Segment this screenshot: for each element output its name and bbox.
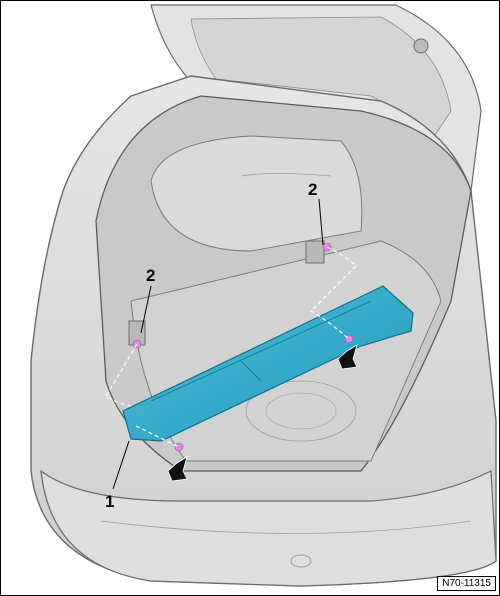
dashed-leader (310, 246, 357, 340)
leader-line-2-right (318, 198, 324, 246)
arrow-icon (337, 344, 358, 370)
callout-label-1: 1 (105, 492, 115, 511)
clip-marker (174, 442, 184, 452)
bracket-right (305, 240, 325, 264)
callout-label-2-right: 2 (308, 180, 318, 199)
leader-line-2-left (140, 285, 152, 334)
figure-reference-code: N70-11315 (437, 576, 496, 591)
arrow-icon (167, 456, 188, 482)
tailgate-latch (413, 38, 429, 54)
highlighted-part-1 (122, 285, 414, 442)
rear-bumper (40, 469, 497, 587)
leader-line-1 (112, 440, 130, 490)
callout-label-2-left: 2 (146, 266, 156, 285)
dashed-leader (135, 425, 180, 448)
seat-back (150, 135, 363, 252)
dashed-leader (105, 343, 138, 407)
